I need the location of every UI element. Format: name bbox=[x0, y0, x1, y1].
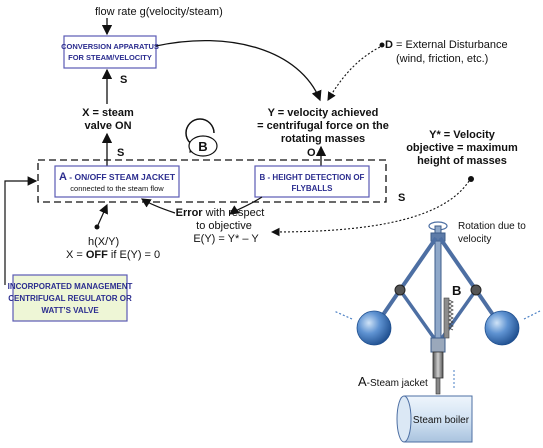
h-line1: h(X/Y) bbox=[88, 236, 119, 248]
management-line1: INCORPORATED MANAGEMENT bbox=[8, 282, 133, 291]
rotation-line2: velocity bbox=[458, 234, 491, 245]
box-a bbox=[54, 165, 180, 198]
ystar-line2: objective = maximum bbox=[406, 142, 518, 154]
s-label-top: S bbox=[120, 74, 127, 86]
joint-left bbox=[394, 284, 406, 296]
steam-boiler-body bbox=[403, 395, 473, 443]
link-left bbox=[398, 288, 436, 340]
rack-b bbox=[443, 297, 450, 339]
disturbance-dot bbox=[379, 42, 385, 48]
watt-governor-illustration bbox=[333, 221, 541, 443]
conversion-line1: CONVERSION APPARATUS bbox=[61, 42, 159, 51]
y-label-line2: = centrifugal force on the bbox=[257, 120, 389, 132]
ystar-line3: height of masses bbox=[417, 155, 507, 167]
disturbance-line2: (wind, friction, etc.) bbox=[396, 53, 488, 65]
arrow-conversion-to-y bbox=[155, 40, 322, 102]
s-label-left: S bbox=[117, 147, 124, 159]
management-line3: WATT’S VALVE bbox=[41, 306, 99, 315]
steam-boiler-end bbox=[396, 395, 412, 443]
boiler-label: Steam boiler bbox=[413, 415, 470, 426]
error-line2: to objective bbox=[196, 220, 252, 232]
steam-jacket-piston bbox=[432, 351, 444, 379]
loop-b-circle bbox=[188, 135, 218, 157]
motion-arrow-left bbox=[333, 310, 353, 320]
rotation-line1: Rotation due to bbox=[458, 221, 526, 232]
management-box bbox=[12, 274, 128, 322]
s-label-right: S bbox=[398, 192, 405, 204]
collar bbox=[430, 337, 446, 353]
joint-right bbox=[470, 284, 482, 296]
piston-rod bbox=[435, 377, 441, 395]
arm-left-upper bbox=[398, 236, 438, 292]
arrow-management-to-system bbox=[4, 176, 38, 285]
top-pivot bbox=[430, 232, 446, 242]
box-b-line2: FLYBALLS bbox=[291, 184, 333, 193]
error-line1: Error with respect bbox=[176, 207, 265, 219]
arrow-ystar-to-error bbox=[270, 180, 470, 237]
arrow-b-to-error bbox=[229, 196, 263, 215]
box-a-line1: A - ON/OFF STEAM JACKET bbox=[59, 171, 176, 183]
arm-right-upper bbox=[438, 236, 478, 292]
y-label-line1: Y = velocity achieved bbox=[268, 107, 379, 119]
disturbance-line1: D = External Disturbance bbox=[385, 39, 508, 51]
governor-spindle bbox=[434, 225, 442, 351]
error-line3: E(Y) = Y* – Y bbox=[193, 233, 259, 245]
dashed-container bbox=[37, 159, 387, 203]
h-line2: X = OFF if E(Y) = 0 bbox=[66, 249, 160, 261]
box-a-line2: connected to the steam flow bbox=[70, 184, 164, 193]
x-label-line2: valve ON bbox=[84, 120, 131, 132]
y-label-line3: rotating masses bbox=[281, 133, 365, 145]
h-dot bbox=[94, 224, 100, 230]
arrow-disturbance-to-y bbox=[327, 46, 381, 101]
conversion-line2: FOR STEAM/VELOCITY bbox=[68, 53, 152, 62]
box-b-line1: B - HEIGHT DETECTION OF bbox=[260, 173, 365, 182]
ystar-line1: Y* = Velocity bbox=[429, 129, 496, 141]
conversion-box bbox=[63, 35, 157, 69]
management-line2: CENTRIFUGAL REGULATOR OR bbox=[8, 294, 132, 303]
rack-teeth bbox=[448, 299, 454, 331]
steam-jacket-label: A-Steam jacket bbox=[358, 374, 428, 389]
motion-arrow-right bbox=[523, 310, 541, 320]
x-label-line1: X = steam bbox=[82, 107, 134, 119]
flyball-right bbox=[484, 310, 520, 346]
box-b bbox=[254, 165, 370, 198]
arrow-error-to-a bbox=[140, 198, 176, 214]
loop-b-label: B bbox=[198, 139, 207, 154]
arrow-h-to-a bbox=[97, 203, 108, 226]
o-label: O bbox=[307, 147, 316, 159]
flow-rate-label: flow rate g(velocity/steam) bbox=[95, 6, 223, 18]
governor-b-label: B bbox=[452, 283, 461, 298]
ystar-dot bbox=[468, 176, 474, 182]
flyball-left bbox=[356, 310, 392, 346]
